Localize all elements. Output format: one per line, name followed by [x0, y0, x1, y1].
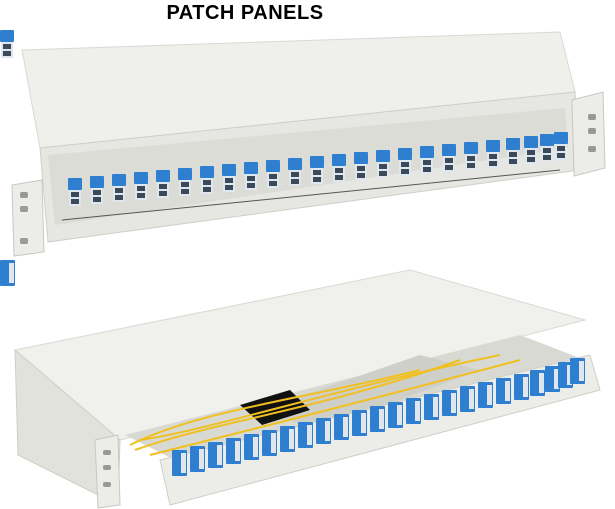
closed-patch-panel-illustration — [0, 30, 606, 257]
open-patch-panel-photo — [0, 260, 615, 509]
page-title: PATCH PANELS — [166, 2, 324, 24]
open-patch-panel-illustration — [0, 260, 601, 509]
closed-patch-panel-photo — [0, 30, 615, 260]
lc-adapters — [0, 30, 14, 58]
